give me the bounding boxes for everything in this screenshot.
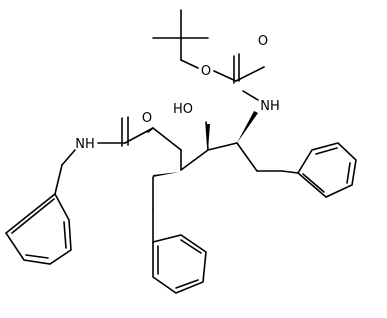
phenyl-ring-b	[152, 234, 207, 294]
phenyl-ring-a	[296, 142, 357, 198]
phenyl-ring-c	[4, 192, 72, 265]
stereo-wedges	[153, 111, 258, 177]
wedge-c2	[153, 172, 179, 177]
hydroxyl-label: HO	[173, 102, 193, 117]
amide-nh-label: NH	[75, 137, 95, 152]
amide-oxygen-label: O	[142, 111, 152, 126]
boc-carbonyl-oxygen-label: O	[258, 34, 268, 49]
atom-labels: O O NH HO O NH	[75, 34, 280, 152]
amide-group	[54, 116, 154, 195]
backbone-chain	[152, 121, 258, 172]
ester-oxygen-label: O	[201, 64, 211, 79]
boc-carbamate	[213, 53, 265, 101]
tert-butyl-group	[152, 9, 209, 69]
wedge-c5	[237, 111, 258, 143]
benzyl-c5	[256, 170, 299, 174]
wedge-c4	[206, 124, 210, 150]
boc-nh-label: NH	[260, 99, 280, 114]
